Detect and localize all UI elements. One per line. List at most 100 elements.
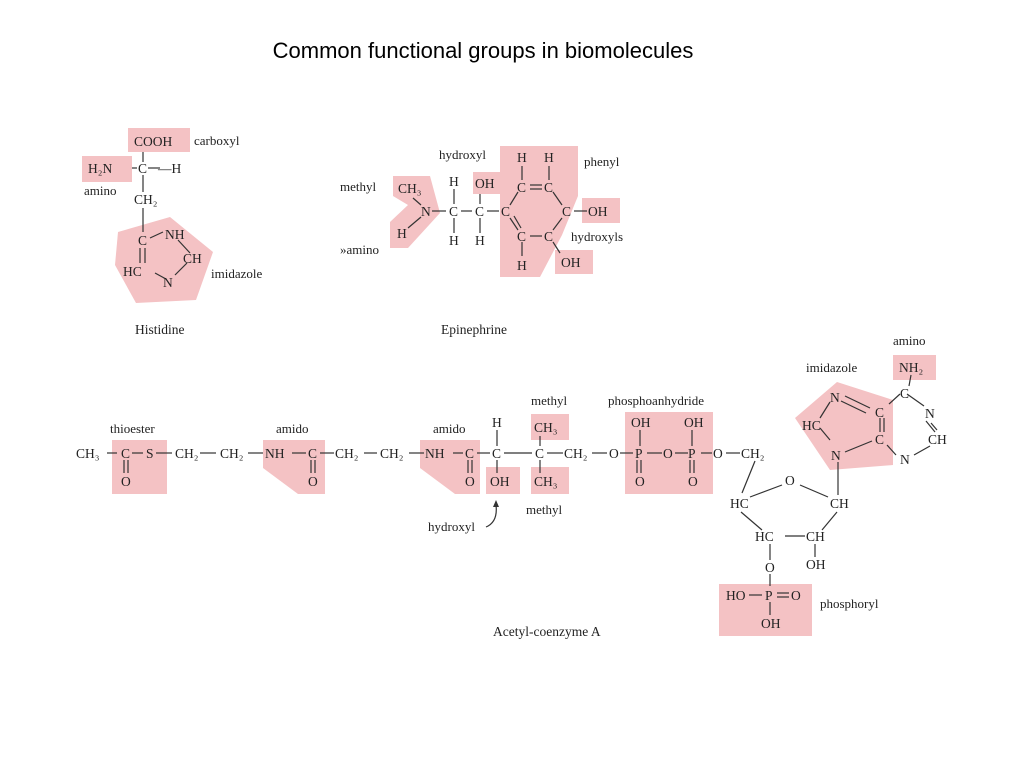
coa-ch3-bot: CH₃ [534,474,558,489]
histidine-cooh: COOH [134,134,173,149]
histidine-structure: COOH H₂N C —H CH₂ C NH CH HC N carboxyl … [82,128,262,337]
hydroxyl-highlight [473,172,500,194]
coa-ch2c: CH₂ [335,446,358,461]
epi-h-bot: H [517,258,527,273]
histidine-ch2: CH₂ [134,192,157,207]
epi-hydroxyl-label: hydroxyl [439,147,486,162]
epi-ring-c-bot-right: C [544,229,553,244]
histidine-c-alpha: C [138,161,147,176]
histidine-caption: Histidine [135,322,185,337]
hydroxyl-bottom-highlight [555,250,593,274]
methyl-top-highlight [531,414,569,440]
coa-o-c2: O [308,474,318,489]
coa-oh-p3: OH [761,616,781,631]
coa-c3: C [465,446,474,461]
coa-ch2e: CH₂ [564,446,587,461]
coa-adenine-n-bot: N [900,452,910,467]
coa-adenine-n-top: N [925,406,935,421]
coa-o-c3: O [465,474,475,489]
coa-ch2a: CH₂ [175,446,198,461]
epi-ring-c-left: C [501,204,510,219]
epi-ring-c-top-right: C [544,180,553,195]
coa-c4: C [492,446,501,461]
phenyl-highlight [500,146,578,277]
coa-hydroxyl-label: hydroxyl [428,519,475,534]
coa-oh-p1-top: OH [631,415,651,430]
epinephrine-structure: H H CH₃ H OH N C C H H H C C C C C C OH … [340,146,623,337]
coa-adenine-c-mid2: C [875,432,884,447]
epi-h-top1: H [517,150,527,165]
epi-phenyl-label: phenyl [584,154,620,169]
coa-hc1: HC [730,496,749,511]
coa-o-p3: O [791,588,801,603]
coa-c5: C [535,446,544,461]
coa-o-link: O [765,560,775,575]
hydroxyl-right-highlight [582,198,620,223]
coa-ch2d: CH₂ [380,446,403,461]
histidine-ring-ch: CH [183,251,202,266]
coa-methyl-bot-label: methyl [526,502,562,517]
coa-ch3-top: CH₃ [534,420,558,435]
coa-nh1: NH [265,446,285,461]
coa-amido2-label: amido [433,421,466,436]
histidine-ring-nh: NH [165,227,185,242]
coa-ho: HO [726,588,746,603]
epi-h-c1-bot: H [449,233,459,248]
coa-methyl-top-label: methyl [531,393,567,408]
coa-oh-c4: OH [490,474,510,489]
epi-ring-c-right: C [562,204,571,219]
coa-imidazole-label: imidazole [806,360,857,375]
epi-ring-c-bot-left: C [517,229,526,244]
histidine-carboxyl-label: carboxyl [194,133,240,148]
coa-adenine-ch: CH [928,432,947,447]
epinephrine-caption: Epinephrine [441,322,507,337]
thioester-highlight [112,440,167,494]
coa-ring-o: O [785,473,795,488]
coa-thioester-label: thioester [110,421,155,436]
histidine-imidazole-label: imidazole [211,266,262,281]
methyl-amino-highlight [390,176,440,248]
imidazole-highlight [115,217,213,303]
histidine-h2n: H₂N [88,161,112,176]
amido1-highlight [263,440,325,494]
carboxyl-highlight [128,128,190,152]
epi-ring-c-top-left: C [517,180,526,195]
epi-ch3: CH₃ [398,181,422,196]
coa-c2: C [308,446,317,461]
amino-highlight [82,156,132,182]
histidine-ring-n: N [163,275,173,290]
epi-oh-top: OH [475,176,495,191]
coa-ch2b: CH₂ [220,446,243,461]
coa-p2: P [688,446,696,461]
coa-p3: P [765,588,773,603]
amino-highlight [893,355,936,380]
hydroxyl-pointer-arrow [485,504,497,528]
imidazole-highlight [795,382,893,470]
epi-oh-right: OH [588,204,608,219]
epi-amino-label: »amino [340,242,379,257]
histidine-ring-c: C [138,233,147,248]
coa-amino-label: amino [893,333,926,348]
coa-o2: O [663,446,673,461]
epi-oh-bot: OH [561,255,581,270]
coa-ch2g: CH [806,529,825,544]
coa-adenine-hc: HC [802,418,821,433]
coa-phosphoanhydride-label: phosphoanhydride [608,393,704,408]
epi-n: N [421,204,431,219]
coa-phosphoryl-label: phosphoryl [820,596,879,611]
hydroxyl-arrowhead [493,500,499,507]
coa-ch3: CH₃ [76,446,100,461]
epi-h-n: H [397,226,407,241]
methyl-bot-highlight [531,467,569,494]
epi-h-c1-top: H [449,174,459,189]
phosphoryl-highlight [719,584,812,636]
coa-s: S [146,446,154,461]
coa-hc2: HC [755,529,774,544]
coa-o1: O [609,446,619,461]
coa-nh2-amino: NH₂ [899,360,923,375]
coa-oh-sugar: OH [806,557,826,572]
slide-title: Common functional groups in biomolecules [272,38,694,63]
coa-o-p1-bot: O [635,474,645,489]
coa-amido1-label: amido [276,421,309,436]
